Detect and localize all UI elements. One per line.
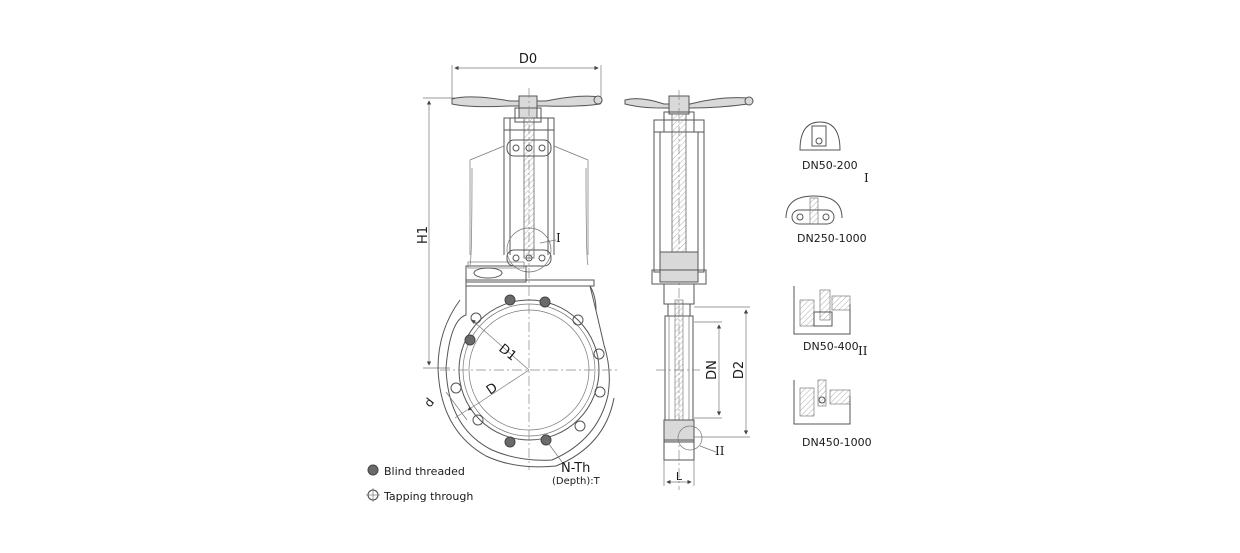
legend-blind-label: Blind threaded (384, 465, 465, 478)
detail-dn50-200-label: DN50-200 (802, 159, 858, 172)
tapping-hole (572, 314, 584, 326)
dim-d: D (484, 380, 501, 398)
detail-dn50-200: DN50-200 (799, 121, 858, 172)
detail-roman-i: I (864, 171, 869, 185)
blind-hole (539, 296, 551, 308)
legend-tapping-label: Tapping through (383, 490, 473, 503)
detail-dn250-1000-label: DN250-1000 (797, 232, 867, 245)
front-view: D0 H1 I (416, 52, 620, 487)
detail-dn50-400: DN50-400 (793, 286, 859, 353)
blind-hole (464, 334, 476, 346)
blind-threaded-symbol (367, 464, 379, 476)
dim-d2: D2 (732, 361, 747, 379)
dim-h1: H1 (416, 226, 431, 244)
dim-d0: D0 (519, 52, 537, 67)
dim-d1: D1 (496, 341, 520, 364)
tapping-hole (472, 414, 484, 426)
n-th-label: N-Th (561, 461, 590, 476)
depth-label: (Depth):T (552, 476, 601, 487)
dim-dn: DN (705, 360, 720, 380)
detail-ii-label: II (715, 444, 725, 458)
tapping-hole (574, 420, 586, 432)
blind-hole (504, 436, 516, 448)
detail-dn50-400-label: DN50-400 (803, 340, 859, 353)
tapping-hole (470, 312, 482, 324)
detail-roman-ii: II (858, 344, 868, 358)
legend: Blind threaded Tapping through (366, 464, 473, 503)
detail-dn250-1000: DN250-1000 (785, 195, 867, 245)
detail-dn450-1000: DN450-1000 (793, 379, 872, 449)
detail-i-label: I (556, 231, 561, 245)
dim-l: L (676, 470, 683, 483)
tapping-hole (593, 348, 605, 360)
tapping-hole (594, 386, 606, 398)
blind-hole (504, 294, 516, 306)
side-view: DN D2 L II (624, 90, 754, 490)
detail-dn450-1000-label: DN450-1000 (802, 436, 872, 449)
tapping-hole (450, 382, 462, 394)
dim-small-d: d (421, 395, 437, 410)
